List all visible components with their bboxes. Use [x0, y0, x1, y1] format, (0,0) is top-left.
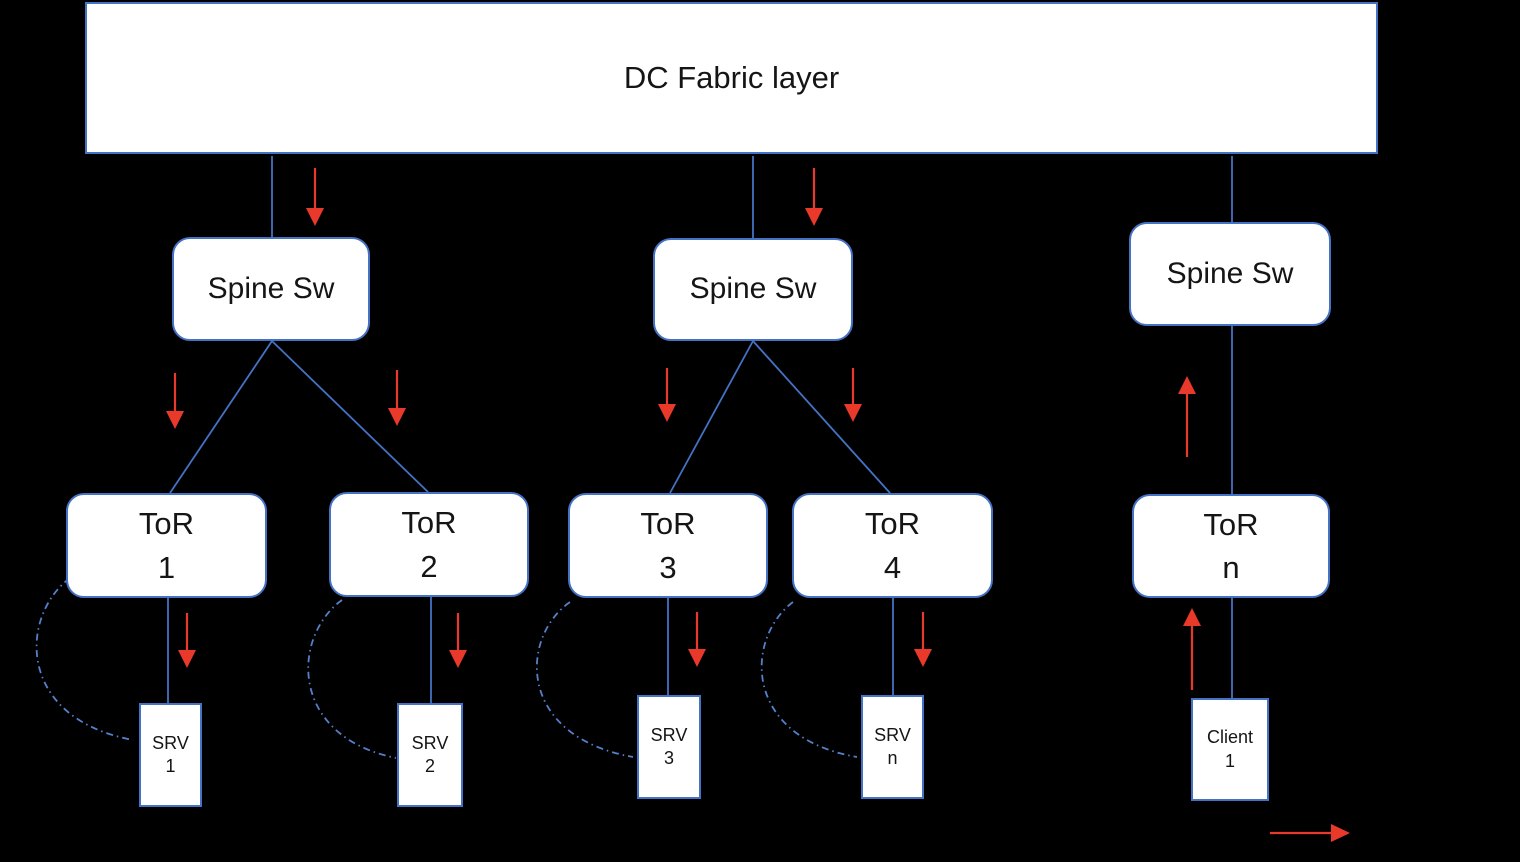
node-tor-1: ToR 1: [66, 493, 267, 598]
node-srv-3: SRV 3: [637, 695, 701, 799]
node-label: ToR: [864, 506, 921, 542]
node-label: SRV: [152, 732, 189, 753]
node-label: Client: [1206, 727, 1254, 748]
loop-arc-tor2-srv2: [307, 599, 397, 759]
loop-arc-tor3-srv3: [535, 601, 634, 758]
node-id: n: [887, 748, 898, 768]
node-srv-1: SRV 1: [139, 703, 202, 807]
node-label: SRV: [411, 732, 449, 753]
node-id: 2: [420, 548, 438, 584]
node-srv-2: SRV 2: [397, 703, 463, 807]
edge-spine1-tor2: [271, 340, 429, 493]
flow-arrow-down-fabric-spine1: [306, 168, 324, 226]
node-label: Spine Sw: [689, 272, 817, 306]
flow-arrow-up-torn-spine3: [1178, 376, 1196, 457]
node-srv-n: SRV n: [861, 695, 924, 799]
flow-arrow-down-spine2-tor3: [658, 368, 676, 422]
node-label: ToR: [640, 506, 696, 542]
node-spine-sw-2: Spine Sw: [653, 238, 853, 341]
node-client-1: Client 1: [1191, 698, 1269, 801]
flow-arrow-down-tor4-srvn: [914, 612, 932, 667]
node-id: n: [1222, 550, 1240, 585]
node-label: SRV: [650, 724, 688, 745]
flow-arrow-down-spine1-tor2: [388, 370, 406, 426]
node-dc-fabric-layer: DC Fabric layer: [85, 2, 1378, 154]
flow-arrow-right-legend: [1270, 824, 1350, 842]
node-tor-3: ToR 3: [568, 493, 768, 598]
node-id: 2: [424, 756, 435, 776]
node-id: 4: [883, 549, 902, 585]
node-id: 1: [157, 549, 176, 585]
node-label: Spine Sw: [1166, 256, 1294, 290]
node-id: 3: [659, 549, 677, 585]
node-spine-sw-1: Spine Sw: [172, 237, 370, 341]
node-id: 3: [663, 748, 674, 768]
node-label: ToR: [138, 506, 195, 542]
flow-arrow-down-tor3-srv3: [688, 612, 706, 667]
loop-arc-tor4-srvn: [760, 601, 858, 758]
edge-spine2-tor4: [752, 340, 891, 494]
node-spine-sw-3: Spine Sw: [1129, 222, 1331, 326]
flow-arrow-down-tor2-srv2: [449, 613, 467, 668]
node-tor-4: ToR 4: [792, 493, 993, 598]
node-label: DC Fabric layer: [623, 60, 840, 96]
node-id: 1: [1224, 750, 1235, 771]
flow-arrow-down-spine2-tor4: [844, 368, 862, 422]
flow-arrow-up-client1-torn: [1183, 608, 1201, 690]
loop-arc-tor1-srv1: [35, 577, 134, 741]
node-label: SRV: [874, 724, 911, 745]
edge-spine1-tor1: [169, 340, 273, 494]
node-tor-2: ToR 2: [329, 492, 529, 597]
node-id: 1: [165, 756, 176, 776]
node-tor-n: ToR n: [1132, 494, 1330, 598]
node-label: Spine Sw: [207, 271, 335, 305]
flow-arrow-down-spine1-tor1: [166, 373, 184, 429]
flow-arrow-down-tor1-srv1: [178, 613, 196, 668]
node-label: ToR: [1203, 506, 1259, 542]
edge-spine2-tor3: [669, 340, 754, 494]
flow-arrow-down-fabric-spine2: [805, 168, 823, 226]
node-label: ToR: [401, 505, 457, 541]
